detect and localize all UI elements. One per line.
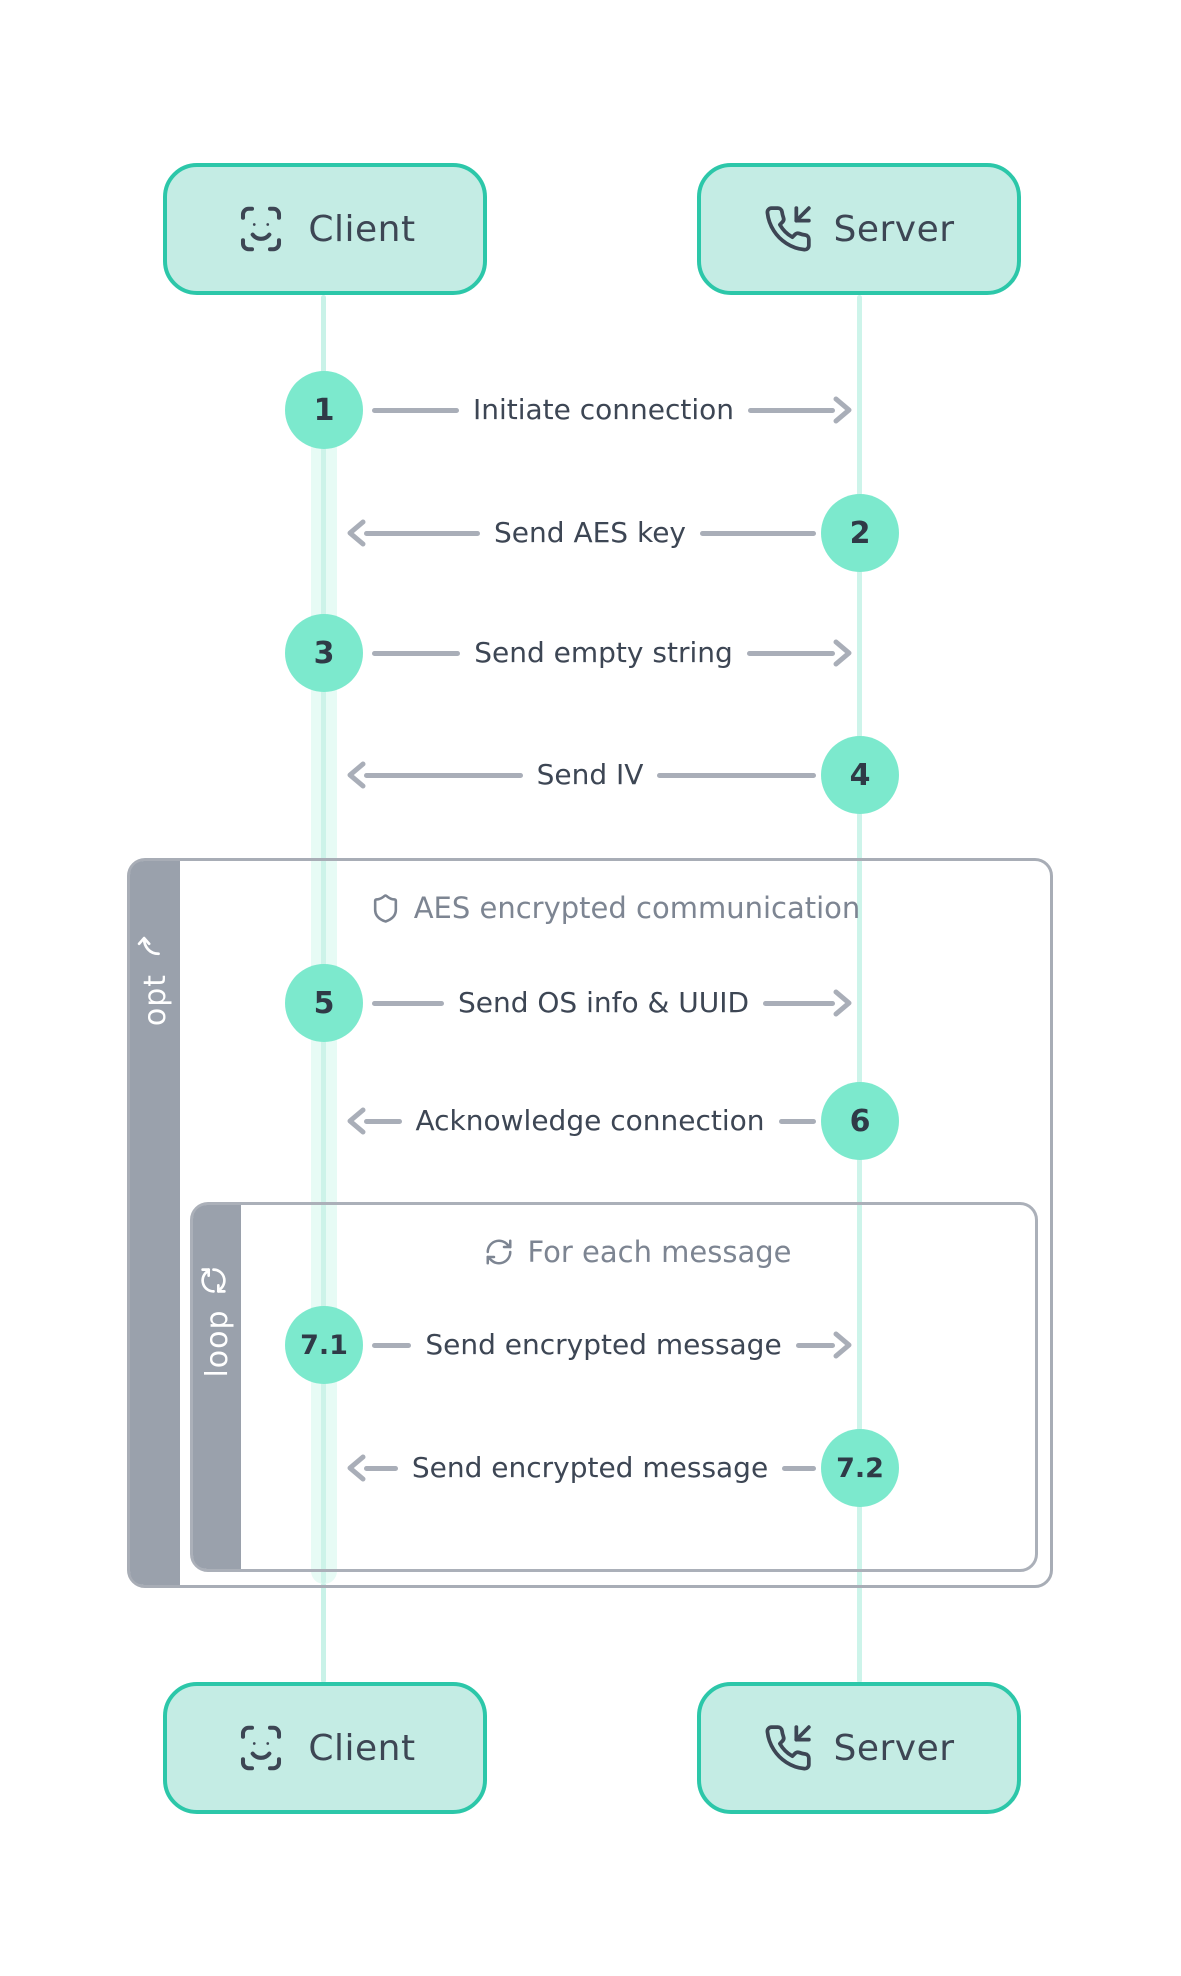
message-number-badge: 3 (285, 614, 363, 692)
opt-frame: opt AES encrypted communication (127, 858, 1053, 1588)
arrow-line (782, 1465, 817, 1471)
arrowhead-left-icon (347, 761, 366, 789)
arrow-line (372, 650, 461, 656)
arrow-line (372, 407, 459, 413)
server-lifeline (857, 295, 862, 1683)
arrow-line (372, 1000, 444, 1006)
shield-icon (370, 893, 401, 924)
arrowhead-left-icon (347, 1454, 366, 1482)
message-arrow-5: Send OS info & UUID (372, 983, 854, 1023)
participant-label: Server (833, 208, 955, 250)
arrow-line (763, 1000, 835, 1006)
loop-frame-tab: loop (193, 1205, 241, 1569)
message-arrow-6: Acknowledge connection (345, 1101, 817, 1141)
message-number-badge: 4 (821, 736, 899, 814)
opt-frame-tab-label: opt (137, 973, 173, 1027)
message-label: Send OS info & UUID (457, 986, 750, 1019)
phone-incoming-icon (763, 1723, 813, 1773)
message-label: Send AES key (494, 516, 686, 549)
phone-incoming-icon (763, 204, 813, 254)
participant-label: Client (308, 1727, 416, 1769)
arrowhead-right-icon (833, 396, 852, 424)
arrow-line (657, 772, 816, 778)
arrow-line (748, 407, 836, 413)
opt-frame-title-text: AES encrypted communication (413, 891, 861, 925)
message-arrow-2: Send AES key (345, 513, 817, 553)
curved-arrow-icon (136, 930, 174, 960)
participant-label: Client (308, 208, 416, 250)
arrow-line (795, 1342, 836, 1348)
face-scan-icon (234, 202, 288, 256)
arrowhead-right-icon (833, 639, 852, 667)
message-label: Acknowledge connection (415, 1104, 765, 1137)
arrowhead-right-icon (833, 1331, 852, 1359)
arrowhead-right-icon (833, 989, 852, 1017)
refresh-icon (484, 1237, 514, 1267)
participant-server-top: Server (697, 163, 1021, 295)
arrow-line (699, 530, 817, 536)
arrow-line (746, 650, 835, 656)
message-number-badge: 6 (821, 1082, 899, 1160)
message-number-badge: 1 (285, 371, 363, 449)
arrow-line (364, 772, 523, 778)
refresh-icon (199, 1266, 236, 1295)
message-label: Send encrypted message (411, 1451, 769, 1484)
message-arrow-1: Initiate connection (372, 390, 854, 430)
face-scan-icon (234, 1721, 288, 1775)
message-label: Initiate connection (472, 393, 735, 426)
message-arrow-7-2: Send encrypted message (345, 1448, 817, 1488)
loop-frame-title: For each message (241, 1235, 1035, 1269)
loop-frame-title-text: For each message (527, 1235, 792, 1269)
arrow-line (372, 1342, 412, 1348)
message-label: Send IV (536, 758, 644, 791)
message-number-badge: 5 (285, 964, 363, 1042)
message-arrow-7-1: Send encrypted message (372, 1325, 854, 1365)
participant-server-bottom: Server (697, 1682, 1021, 1814)
arrow-line (364, 1465, 398, 1471)
participant-label: Server (833, 1727, 955, 1769)
message-number-badge: 7.1 (285, 1306, 363, 1384)
participant-client-top: Client (163, 163, 487, 295)
message-label: Send empty string (474, 636, 733, 669)
participant-client-bottom: Client (163, 1682, 487, 1814)
loop-frame: loop For each message (190, 1202, 1038, 1572)
loop-frame-tab-label: loop (199, 1309, 235, 1378)
message-arrow-3: Send empty string (372, 633, 854, 673)
opt-frame-title: AES encrypted communication (180, 891, 1050, 925)
arrow-line (364, 1118, 402, 1124)
message-number-badge: 7.2 (821, 1429, 899, 1507)
message-number-badge: 2 (821, 494, 899, 572)
arrow-line (364, 530, 481, 536)
arrowhead-left-icon (347, 519, 366, 547)
arrowhead-left-icon (347, 1107, 366, 1135)
opt-frame-tab: opt (130, 861, 180, 1585)
message-label: Send encrypted message (425, 1328, 782, 1361)
message-arrow-4: Send IV (345, 755, 816, 795)
arrow-line (778, 1118, 817, 1124)
